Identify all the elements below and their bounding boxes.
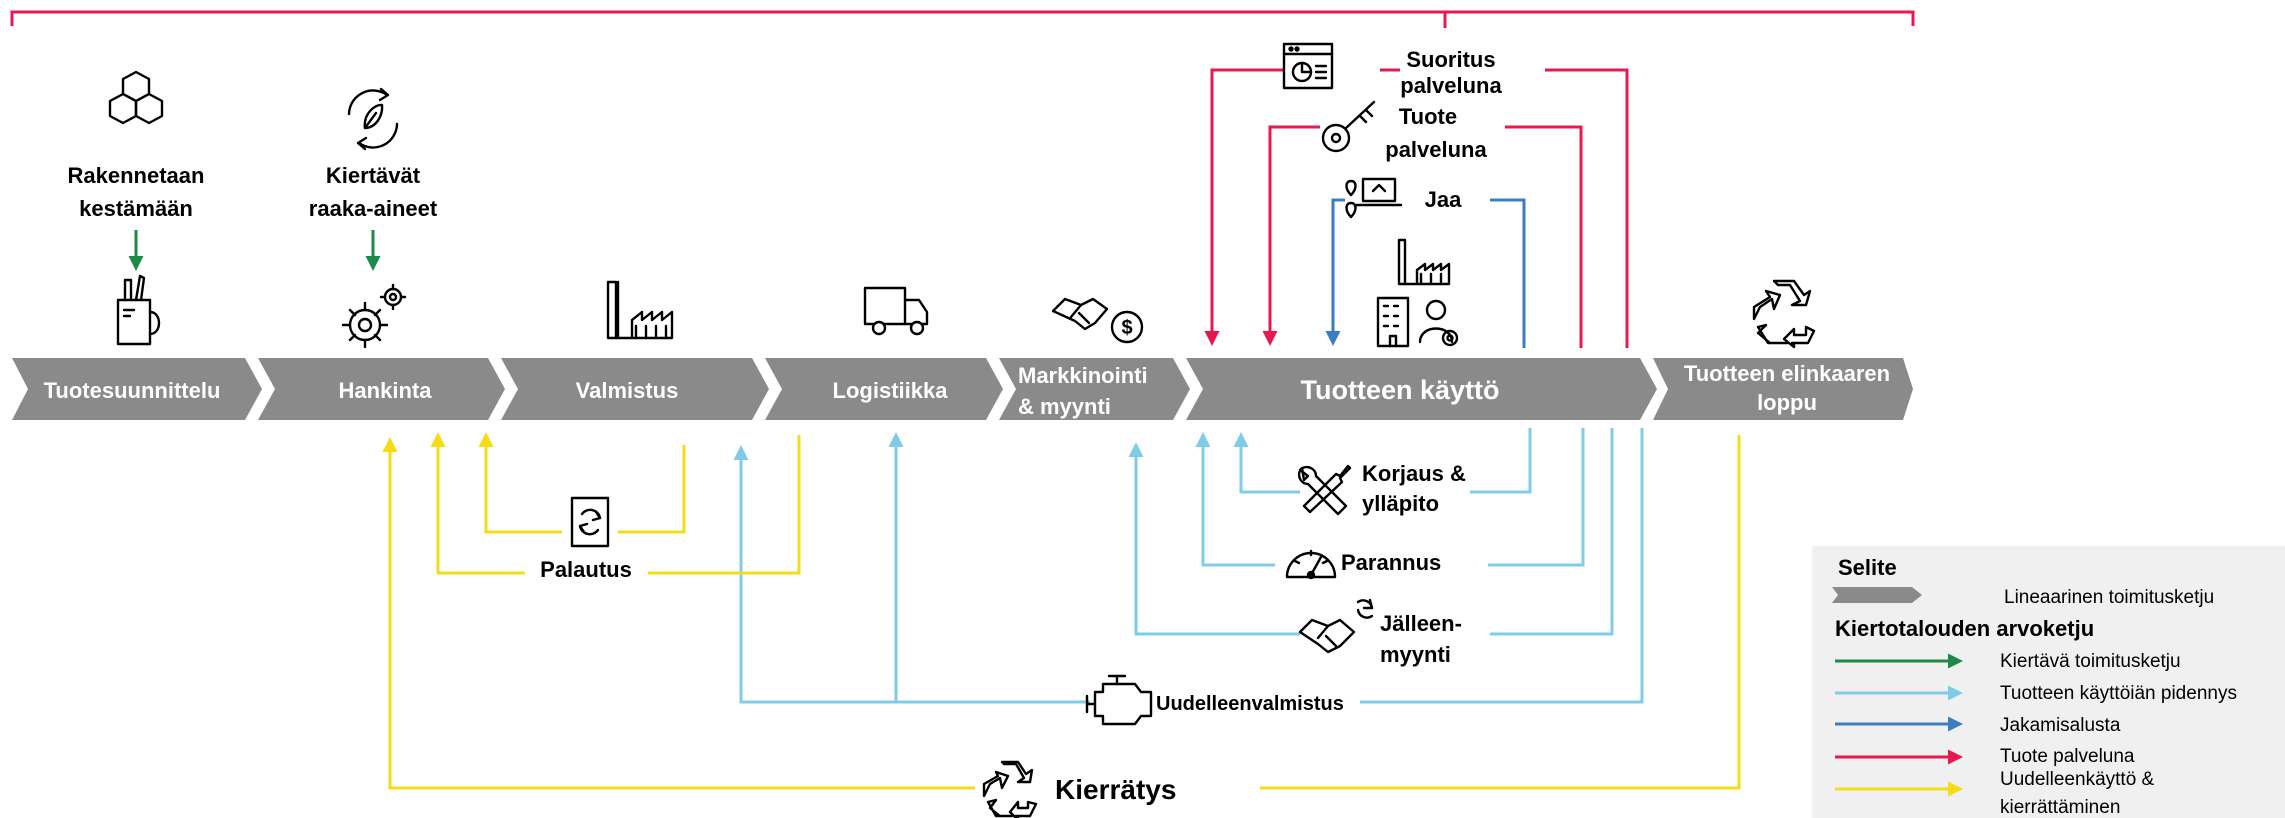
- legend: Selite Lineaarinen toimitusketju Kiertot…: [1812, 546, 2285, 818]
- legend-label-sharing: Jakamisalusta: [2000, 715, 2121, 736]
- recycle-icon: [982, 760, 1038, 818]
- label-performance-service-1: Suoritus: [1406, 47, 1495, 72]
- design-tools-icon: [116, 274, 161, 346]
- label-product-service-2: palveluna: [1385, 137, 1487, 162]
- circular-supply-arrows: [128, 230, 381, 271]
- label-upgrade: Parannus: [1341, 550, 1441, 575]
- chevron-label-manufacturing: Valmistus: [576, 378, 679, 403]
- chevron-label-logistics: Logistiikka: [833, 378, 949, 403]
- label-share: Jaa: [1425, 187, 1462, 212]
- chevron-eol: [1653, 358, 1913, 420]
- legend-label-extend-use: Tuotteen käyttöiän pidennys: [2000, 683, 2237, 704]
- gears-icon: [341, 283, 407, 349]
- legend-label-reuse-recycle-1: Uudelleenkäyttö &: [2000, 769, 2155, 790]
- chevron-label-use: Tuotteen käyttö: [1300, 375, 1499, 405]
- building-person-icon: [1376, 296, 1459, 348]
- label-resale-2: myynti: [1380, 642, 1451, 667]
- label-resale-1: Jälleen-: [1380, 611, 1462, 636]
- recycle-leaf-icon: [347, 87, 399, 151]
- label-circular-materials-1: Kiertävät: [326, 163, 421, 188]
- label-repair-2: ylläpito: [1362, 491, 1439, 516]
- chevron-label-marketing-2: & myynti: [1018, 394, 1111, 419]
- hexagons-icon: [108, 70, 164, 125]
- engine-icon: [1085, 674, 1153, 726]
- refresh-icon: [570, 496, 610, 548]
- handshake-dollar-icon: $: [1051, 297, 1144, 344]
- legend-label-circular-supply: Kiertävä toimitusketju: [2000, 651, 2181, 672]
- svg-text:$: $: [1121, 317, 1132, 339]
- reuse-recycle-loops: [382, 432, 1741, 790]
- chevron-label-eol-2: loppu: [1757, 390, 1817, 415]
- truck-icon: [863, 286, 929, 336]
- loop-labels: Palautus Korjaus & ylläpito Parannus Jäl…: [540, 461, 1466, 805]
- linear-supply-chain: Tuotesuunnittelu Hankinta Valmistus Logi…: [12, 358, 1913, 420]
- product-as-service-loops: [1204, 68, 1629, 348]
- chevron-logistics: [765, 358, 1003, 420]
- chevron-procurement: [258, 358, 505, 420]
- factory-icon: [1397, 238, 1451, 286]
- sharing-loop: [1325, 198, 1526, 348]
- legend-chevron: [1832, 587, 1922, 603]
- service-chart-icon: [1282, 42, 1334, 90]
- chevron-use: [1186, 358, 1657, 420]
- top-bracket: [10, 10, 1915, 28]
- label-repair-1: Korjaus &: [1362, 461, 1466, 486]
- chevron-label-design: Tuotesuunnittelu: [44, 378, 221, 403]
- gauge-icon: [1285, 549, 1337, 580]
- label-build-to-last-1: Rakennetaan: [68, 163, 205, 188]
- legend-linear-label: Lineaarinen toimitusketju: [2004, 587, 2214, 608]
- laptop-location-icon: [1345, 177, 1403, 219]
- top-labels: Rakennetaan kestämään Kiertävät raaka-ai…: [68, 47, 1503, 221]
- chevron-manufacturing: [501, 358, 769, 420]
- label-return: Palautus: [540, 557, 632, 582]
- tools-icon: [1297, 464, 1352, 516]
- chevron-label-marketing-1: Markkinointi: [1018, 363, 1148, 388]
- handshake-icon: [1298, 598, 1374, 654]
- label-circular-materials-2: raaka-aineet: [309, 196, 438, 221]
- recycle-icon: [1752, 279, 1816, 349]
- chevron-label-procurement: Hankinta: [339, 378, 433, 403]
- legend-title: Selite: [1838, 555, 1897, 580]
- label-recycling: Kierrätys: [1055, 774, 1176, 805]
- legend-label-product-service: Tuote palveluna: [2000, 746, 2135, 767]
- chevron-label-eol-1: Tuotteen elinkaaren: [1684, 361, 1890, 386]
- label-product-service-1: Tuote: [1399, 104, 1457, 129]
- factory-icon: [606, 280, 674, 340]
- label-performance-service-2: palveluna: [1400, 73, 1502, 98]
- legend-label-reuse-recycle-2: kierrättäminen: [2000, 797, 2120, 818]
- legend-circular-title: Kiertotalouden arvoketju: [1835, 616, 2094, 641]
- chevron-marketing: [999, 358, 1190, 420]
- label-remanufacturing: Uudelleenvalmistus: [1156, 693, 1344, 715]
- key-icon: [1321, 100, 1376, 153]
- label-build-to-last-2: kestämään: [79, 196, 193, 221]
- chevron-design: [12, 358, 262, 420]
- life-extension-loops: [733, 428, 1644, 704]
